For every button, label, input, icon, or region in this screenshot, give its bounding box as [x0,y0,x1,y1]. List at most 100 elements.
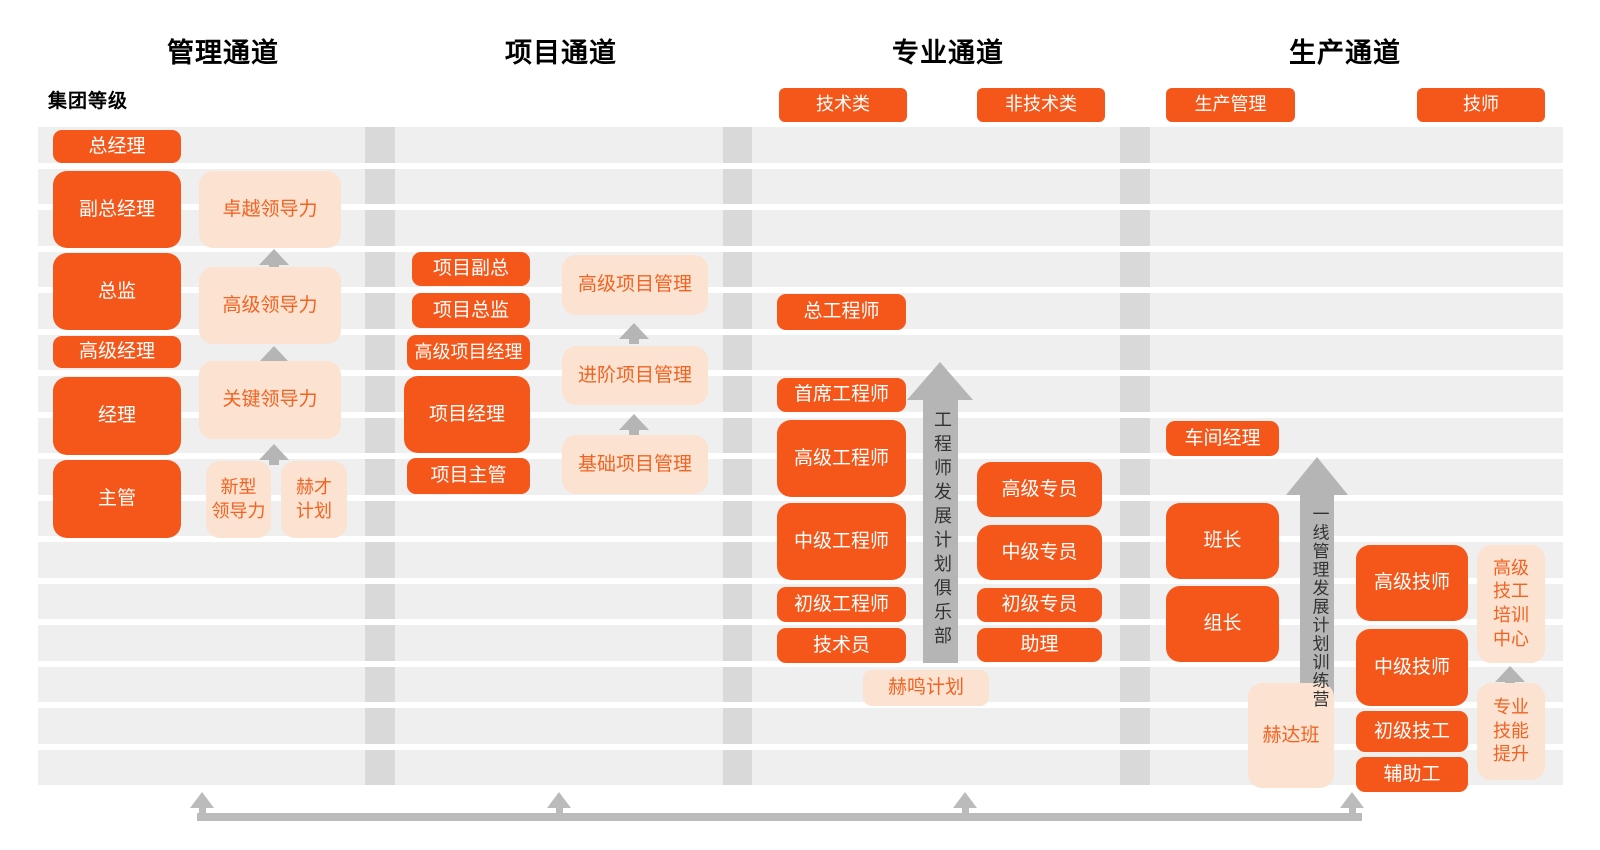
channel-separator [1120,500,1150,536]
channel-separator [365,708,395,744]
box-manager: 经理 [53,377,181,455]
box-supervisor: 主管 [53,460,181,538]
engineer-development-club-arrow-head [907,362,973,400]
box-deputy-general-manager: 副总经理 [53,171,181,248]
engineer-development-club-arrow-stem [922,400,958,663]
up-arrow-icon [619,323,649,339]
frontline-mgmt-camp-arrow-stem [1300,495,1334,703]
non-tech-category: 非技术类 [977,88,1105,122]
channel-separator [723,334,752,370]
bottom-up-arrow-stem [961,806,969,816]
bottom-up-arrow-icon [190,792,214,808]
channel-separator [365,251,395,287]
box-project-manager: 项目经理 [404,376,530,453]
box-professional-skill-upgrade: 专业 技能 提升 [1477,683,1545,780]
channel-separator [723,293,752,329]
level-row-stripe [38,127,1563,163]
level-row-stripe [38,708,1563,744]
channel-separator [365,210,395,246]
channel-separator [1120,293,1150,329]
tech-category: 技术类 [779,88,907,122]
channel-separator [1120,251,1150,287]
bottom-up-arrow-icon [1340,792,1364,808]
channel-separator [365,376,395,412]
channel-separator [723,666,752,702]
technician-category: 技师 [1417,88,1545,122]
up-arrow-icon [259,444,289,460]
box-junior-worker: 初级技工 [1356,711,1468,752]
channel-separator [365,500,395,536]
box-heming-plan: 赫鸣计划 [863,670,989,706]
production-channel-header: 生产通道 [1289,38,1401,68]
box-principal-engineer: 首席工程师 [777,378,906,412]
box-intermediate-project-mgmt: 进阶项目管理 [562,346,708,405]
box-technician: 技术员 [777,628,906,663]
box-senior-worker-training-center: 高级 技工 培训 中心 [1477,545,1545,663]
channel-separator [1120,583,1150,619]
channel-separator [365,583,395,619]
channel-separator [365,417,395,453]
up-arrow-stem [269,459,279,465]
box-senior-technician: 高级技师 [1356,545,1468,621]
box-auxiliary-worker: 辅助工 [1356,757,1468,792]
box-basic-project-mgmt: 基础项目管理 [562,435,708,494]
box-director: 总监 [53,253,181,330]
box-senior-specialist: 高级专员 [977,462,1102,517]
frontline-mgmt-camp-arrow-label: 一线管理发展计划训练营 [1309,505,1329,709]
channel-separator [365,127,395,163]
channel-separator [1120,459,1150,495]
box-project-supervisor: 项目主管 [407,458,530,494]
box-mid-technician: 中级技师 [1356,629,1468,706]
channel-separator [723,500,752,536]
box-mid-specialist: 中级专员 [977,525,1102,580]
management-channel-header: 管理通道 [167,38,279,68]
bottom-up-arrow-icon [953,792,977,808]
channel-separator [365,459,395,495]
channel-separator [1120,127,1150,163]
frontline-mgmt-camp-arrow-head [1286,457,1348,495]
engineer-development-club-arrow-label: 工程师发展计划俱乐部 [932,410,952,650]
box-excellent-leadership: 卓越领导力 [199,171,341,248]
box-group-leader: 组长 [1166,586,1279,662]
channel-separator [723,210,752,246]
box-chief-engineer: 总工程师 [777,294,906,330]
channel-separator [1120,666,1150,702]
box-senior-manager: 高级经理 [53,336,181,368]
channel-separator [723,625,752,661]
channel-separator [723,376,752,412]
channel-separator [1120,542,1150,578]
channel-separator [365,666,395,702]
channel-separator [723,542,752,578]
group-level-label: 集团等级 [48,91,129,112]
box-junior-specialist: 初级专员 [977,588,1102,622]
channel-separator [365,334,395,370]
channel-separator [1120,334,1150,370]
box-project-director: 项目总监 [412,293,530,328]
up-arrow-stem [629,429,639,435]
box-team-leader: 班长 [1166,503,1279,579]
box-senior-project-manager: 高级项目经理 [407,335,530,370]
box-senior-leadership: 高级领导力 [199,267,341,344]
box-hecai-plan: 赫才 计划 [281,461,347,538]
channel-separator [1120,625,1150,661]
channel-separator [723,749,752,785]
box-workshop-manager: 车间经理 [1166,421,1279,456]
project-channel-header: 项目通道 [505,38,617,68]
box-general-manager: 总经理 [53,130,181,163]
production-mgmt-category: 生产管理 [1166,88,1295,122]
level-row-stripe [38,666,1563,702]
bottom-up-arrow-icon [547,792,571,808]
channel-separator [1120,376,1150,412]
channel-separator [723,708,752,744]
channel-separator [1120,168,1150,204]
channel-separator [723,127,752,163]
level-row-stripe [38,749,1563,785]
bottom-up-arrow-stem [1348,806,1356,816]
up-arrow-icon [259,249,289,265]
box-project-vp: 项目副总 [412,252,530,286]
up-arrow-icon [1495,666,1525,682]
box-senior-engineer: 高级工程师 [777,420,906,497]
channel-separator [365,749,395,785]
channel-separator [1120,210,1150,246]
